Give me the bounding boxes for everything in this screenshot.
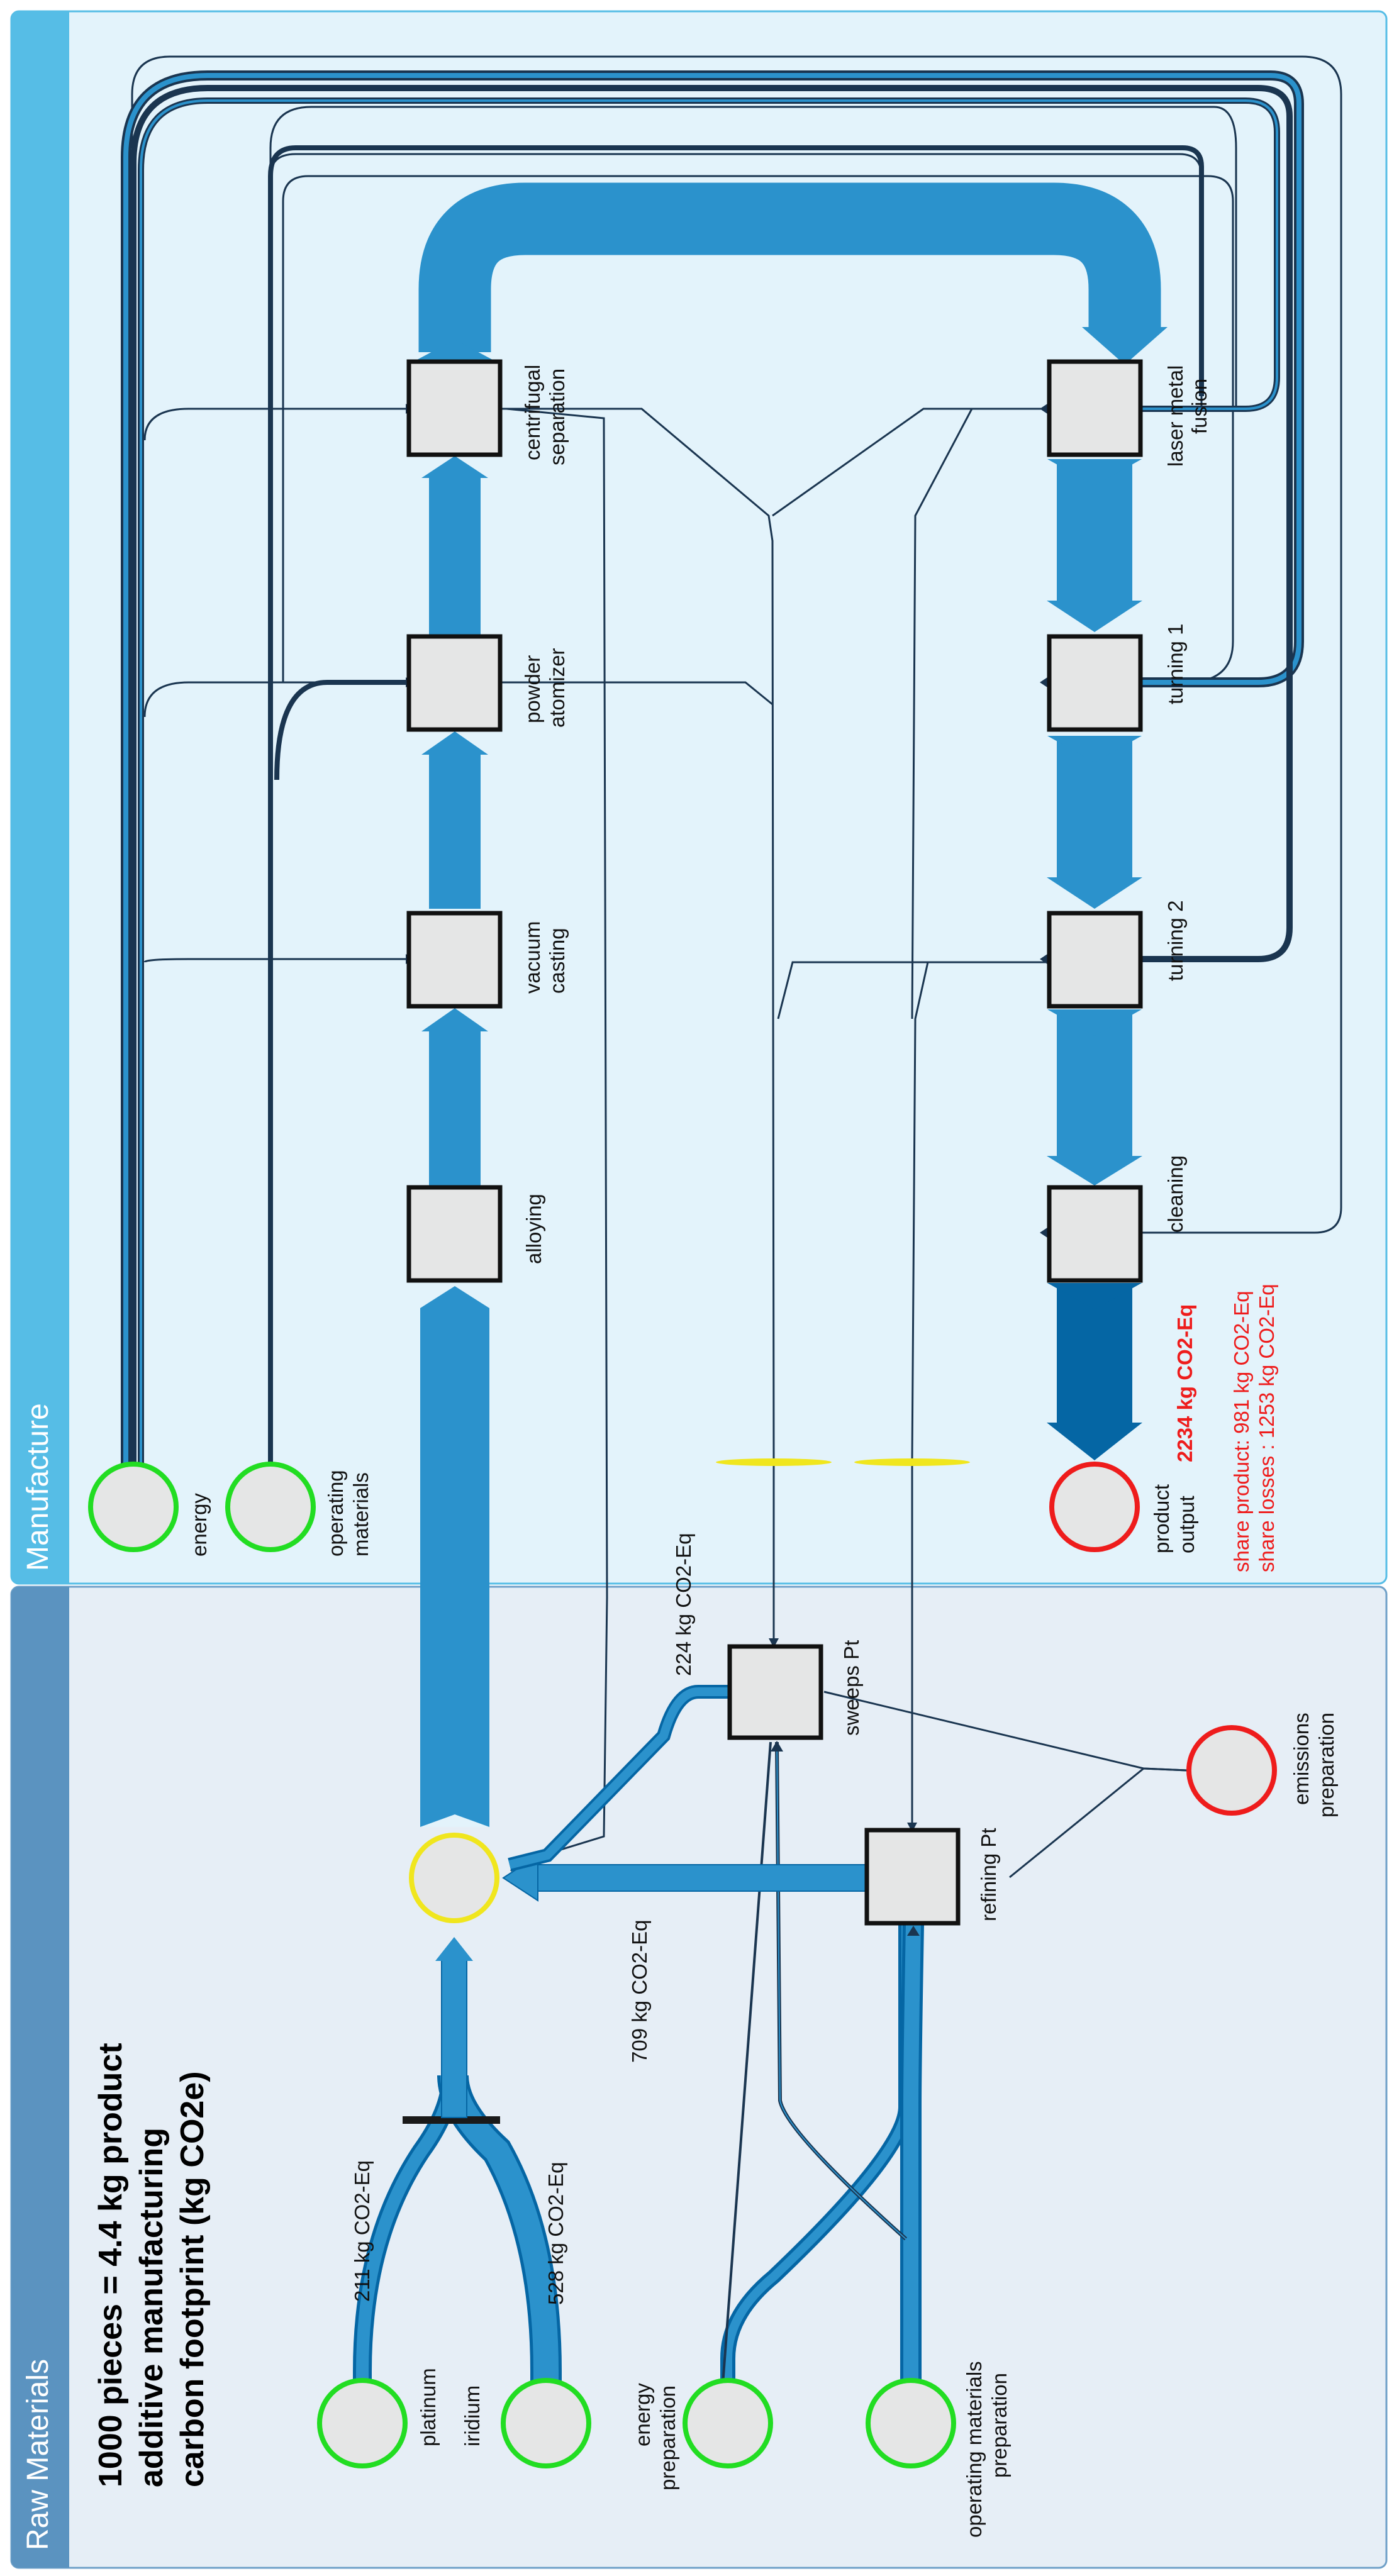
laser-metal-fusion-label-1: laser metal (1164, 365, 1187, 467)
refining-pt-label: refining Pt (977, 1828, 1000, 1921)
energy-preparation-label-1: energy (631, 2383, 654, 2446)
share-product: share product: 981 kg CO2-Eq (1230, 1291, 1253, 1572)
platinum-label: platinum (416, 2368, 440, 2446)
flow-separators (716, 1458, 970, 1466)
sweeps-flow-value: 224 kg CO2-Eq (672, 1533, 695, 1676)
iridium-node[interactable] (501, 2378, 591, 2468)
u-turn-flow (417, 182, 1168, 365)
operating-materials-preparation-label-2: preparation (988, 2373, 1011, 2478)
alloying-label: alloying (522, 1194, 545, 1264)
platinum-flow-value: 211 kg CO2-Eq (350, 2160, 374, 2302)
energy-label: energy (187, 1493, 211, 1557)
labels: platinum iridium energy preparation oper… (187, 365, 1338, 2538)
turning-2-process[interactable] (1047, 911, 1143, 1009)
title-line-1: 1000 pieces = 4.4 kg product (92, 2043, 129, 2487)
alloying-process[interactable] (406, 1185, 503, 1283)
powder-atomizer-label-2: atomizer (545, 648, 569, 728)
total-emissions: 2234 kg CO2-Eq (1173, 1304, 1196, 1462)
operating-materials-preparation-node[interactable] (866, 2378, 956, 2468)
separator-b (854, 1458, 970, 1466)
separator-a (716, 1458, 832, 1466)
vacuum-casting-label-1: vacuum (521, 921, 544, 994)
title-line-3: carbon footprint (kg CO2e) (174, 2071, 211, 2487)
refining-flow-value: 709 kg CO2-Eq (628, 1920, 651, 2063)
raw-material-junction (403, 1937, 500, 2124)
emissions-preparation-node[interactable] (1186, 1725, 1277, 1816)
laser-metal-fusion-process[interactable] (1047, 359, 1143, 457)
refining-pt-process[interactable] (864, 1828, 961, 1926)
powder-atomizer-process[interactable] (406, 634, 503, 732)
manufacture-header: Manufacture (21, 1403, 55, 1571)
mixing-node[interactable] (409, 1833, 499, 1923)
turning-2-label: turning 2 (1164, 901, 1187, 981)
energy-node[interactable] (88, 1462, 179, 1552)
energy-distribution-lines (121, 70, 1304, 1465)
emissions-preparation-label-2: preparation (1315, 1713, 1338, 1818)
iridium-flow-value: 528 kg CO2-Eq (544, 2162, 567, 2305)
turning-1-label: turning 1 (1164, 624, 1187, 704)
laser-metal-fusion-label-2: fusion (1188, 379, 1211, 434)
sweeps-pt-label: sweeps Pt (840, 1640, 863, 1736)
operating-materials-preparation-label-1: operating materials (962, 2361, 986, 2538)
operating-materials-label-1: operating (324, 1470, 347, 1557)
vacuum-casting-process[interactable] (406, 911, 503, 1009)
connector-lines (131, 55, 1342, 1879)
centrifugal-separation-label-1: centrifugal (521, 365, 544, 460)
powder-atomizer-label-1: powder (521, 655, 544, 723)
manufacture-panel: Manufacture (10, 10, 1388, 1585)
energy-preparation-label-2: preparation (656, 2385, 679, 2490)
energy-preparation-node[interactable] (683, 2378, 773, 2468)
centrifugal-separation-label-2: separation (545, 369, 569, 465)
product-output-label-1: product (1150, 1484, 1173, 1553)
main-flow-left (420, 456, 489, 1827)
platinum-node[interactable] (317, 2378, 408, 2468)
nodes (88, 1462, 1277, 2468)
centrifugal-separation-process[interactable] (406, 359, 503, 457)
diagram-title: 1000 pieces = 4.4 kg product additive ma… (92, 2043, 211, 2487)
emissions-preparation-label-1: emissions (1290, 1713, 1313, 1805)
share-losses: share losses : 1253 kg CO2-Eq (1255, 1284, 1278, 1572)
iridium-label: iridium (460, 2385, 484, 2446)
operating-materials-node[interactable] (225, 1462, 316, 1552)
operating-materials-label-2: materials (349, 1472, 372, 1557)
main-flow-right (1047, 459, 1142, 1460)
process-boxes (406, 359, 1143, 1926)
product-output-node[interactable] (1049, 1462, 1140, 1552)
vacuum-casting-label-2: casting (545, 928, 569, 994)
turning-1-process[interactable] (1047, 634, 1143, 732)
sweeps-pt-process[interactable] (727, 1644, 823, 1740)
raw-materials-header: Raw Materials (21, 2359, 55, 2550)
title-line-2: additive manufacturing (133, 2128, 170, 2487)
cleaning-label: cleaning (1164, 1155, 1187, 1233)
cleaning-process[interactable] (1047, 1185, 1143, 1283)
product-output-label-2: output (1175, 1496, 1198, 1553)
